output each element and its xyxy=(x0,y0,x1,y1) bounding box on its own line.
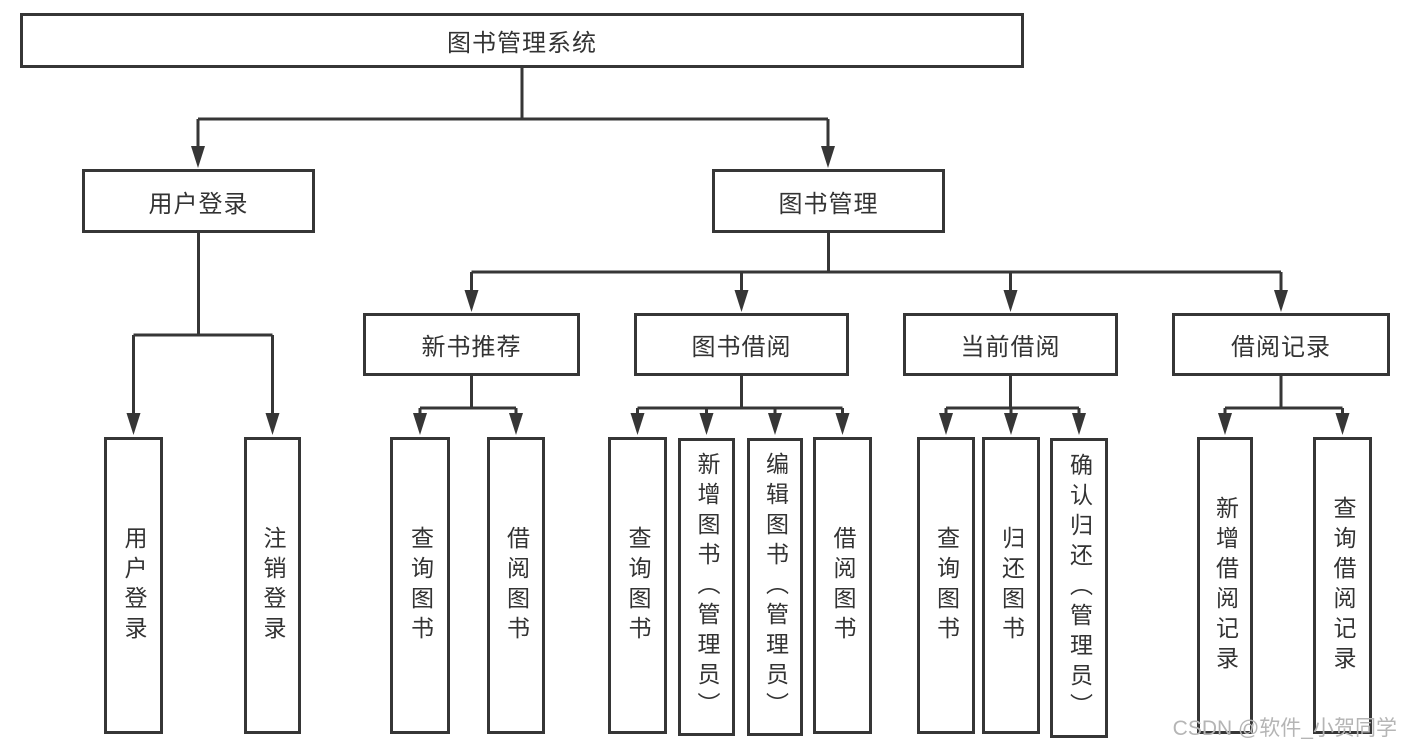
connector-book-borrow-to-leaves xyxy=(630,376,850,435)
leaf-user-login: 用户登录 xyxy=(104,437,163,734)
connector-current-borrow-to-leaves xyxy=(939,376,1086,435)
node-label: 用户登录 xyxy=(148,190,249,218)
connector-new-book-to-leaves xyxy=(413,376,523,435)
node-label: 图书管理 xyxy=(778,190,879,218)
leaf-borrow-query-books: 查询图书 xyxy=(608,437,667,734)
leaf-label: 确认归还（管理员） xyxy=(1066,453,1093,723)
node-book-borrow: 图书借阅 xyxy=(634,313,849,376)
node-label: 图书借阅 xyxy=(691,334,792,361)
leaf-label: 归还图书 xyxy=(998,525,1025,646)
node-user-login: 用户登录 xyxy=(82,169,315,233)
leaf-label: 查询图书 xyxy=(407,525,434,646)
leaf-label: 借阅图书 xyxy=(830,525,856,646)
leaf-newbook-borrow-books: 借阅图书 xyxy=(487,437,545,734)
node-current-borrow: 当前借阅 xyxy=(903,313,1118,376)
connector-borrow-records-to-leaves xyxy=(1218,376,1350,435)
connector-user-login-to-leaves xyxy=(126,233,280,435)
leaf-records-query-borrow-record: 查询借阅记录 xyxy=(1313,437,1372,734)
node-label: 借阅记录 xyxy=(1231,334,1331,361)
leaf-newbook-query-books: 查询图书 xyxy=(390,437,450,734)
leaf-label: 注销登录 xyxy=(260,525,286,646)
node-library-management-system: 图书管理系统 xyxy=(20,13,1024,68)
node-label: 图书管理系统 xyxy=(447,30,597,57)
leaf-current-query-books: 查询图书 xyxy=(917,437,975,734)
leaf-label: 新增图书（管理员） xyxy=(694,452,720,722)
leaf-label: 查询借阅记录 xyxy=(1330,495,1356,676)
node-book-management: 图书管理 xyxy=(712,169,945,233)
leaf-borrow-edit-books-admin: 编辑图书（管理员） xyxy=(747,438,803,736)
leaf-label: 查询图书 xyxy=(625,525,651,646)
leaf-records-add-borrow-record: 新增借阅记录 xyxy=(1197,437,1253,734)
leaf-borrow-borrow-books: 借阅图书 xyxy=(813,437,872,734)
csdn-watermark: CSDN @软件_小贺同学 xyxy=(1172,717,1397,740)
leaf-current-return-books: 归还图书 xyxy=(982,437,1040,734)
leaf-label: 用户登录 xyxy=(121,525,147,646)
leaf-label: 编辑图书（管理员） xyxy=(762,452,789,722)
connector-root-to-level2 xyxy=(191,68,835,168)
leaf-label: 借阅图书 xyxy=(503,525,530,646)
leaf-label: 新增借阅记录 xyxy=(1212,495,1239,676)
leaf-current-confirm-return-admin: 确认归还（管理员） xyxy=(1050,438,1108,738)
connector-book-management-to-level3 xyxy=(464,233,1288,312)
leaf-logout-login: 注销登录 xyxy=(244,437,301,734)
leaf-borrow-add-books-admin: 新增图书（管理员） xyxy=(678,438,735,736)
node-label: 新书推荐 xyxy=(421,334,522,361)
node-new-book-recommend: 新书推荐 xyxy=(363,313,580,376)
node-label: 当前借阅 xyxy=(960,334,1061,361)
leaf-label: 查询图书 xyxy=(933,525,960,646)
node-borrow-records: 借阅记录 xyxy=(1172,313,1390,376)
